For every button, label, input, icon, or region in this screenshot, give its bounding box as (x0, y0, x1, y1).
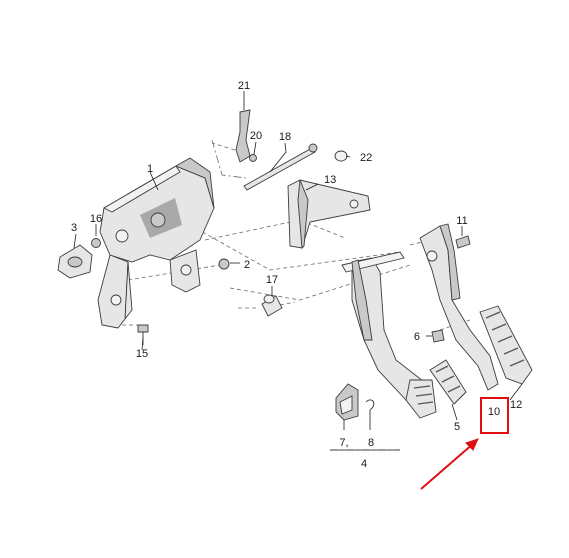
callout-10: 10 (488, 406, 500, 418)
highlight-arrow-shaft (420, 442, 475, 490)
callout-2: 2 (244, 259, 250, 271)
callout-5: 5 (454, 421, 460, 433)
callout-20: 20 (250, 130, 262, 142)
callout-labels: 1 2 3 16 15 21 20 18 22 13 17 11 6 5 12 … (71, 80, 522, 470)
callout-21: 21 (238, 80, 250, 92)
part-5-pedal-pad (429, 359, 467, 405)
callout-22: 22 (360, 152, 372, 164)
callout-8: 8 (368, 437, 374, 449)
highlight-annotation (420, 397, 509, 490)
part-8-clip (365, 399, 375, 411)
part-10-pedal-arm (419, 223, 499, 391)
part-18-rod (243, 143, 318, 191)
part-17-bushing (261, 294, 283, 317)
callout-7: 7, (339, 437, 348, 449)
callout-11: 11 (456, 215, 467, 227)
callout-6: 6 (414, 331, 420, 343)
part-11-bolt (455, 235, 471, 249)
callout-3: 3 (71, 222, 77, 234)
part-4-clutch-pedal (341, 251, 437, 419)
part-21-bracket (235, 109, 251, 163)
callout-1: 1 (147, 163, 153, 175)
part-7-clip (335, 383, 359, 421)
pedal-bracket (97, 157, 215, 329)
part-6-buffer (431, 329, 445, 343)
callout-16: 16 (90, 213, 102, 225)
part-2-nut (218, 258, 230, 270)
callout-12: 12 (510, 399, 522, 411)
callout-17: 17 (266, 274, 278, 286)
part-12-pedal-pad (479, 305, 533, 385)
callout-7-suffix: , (346, 437, 349, 449)
part-22-clip (334, 150, 348, 162)
part-13-lever (287, 179, 371, 250)
callout-13: 13 (324, 174, 336, 186)
highlight-box (480, 397, 509, 434)
callout-4: 4 (361, 458, 367, 470)
callout-18: 18 (279, 131, 291, 143)
leader-lines (73, 91, 523, 451)
part-16-nut (91, 238, 101, 248)
highlight-arrow-head (465, 438, 479, 451)
part-3-plate (57, 244, 93, 279)
part-20-bolt (249, 154, 257, 162)
callout-15: 15 (136, 348, 148, 360)
